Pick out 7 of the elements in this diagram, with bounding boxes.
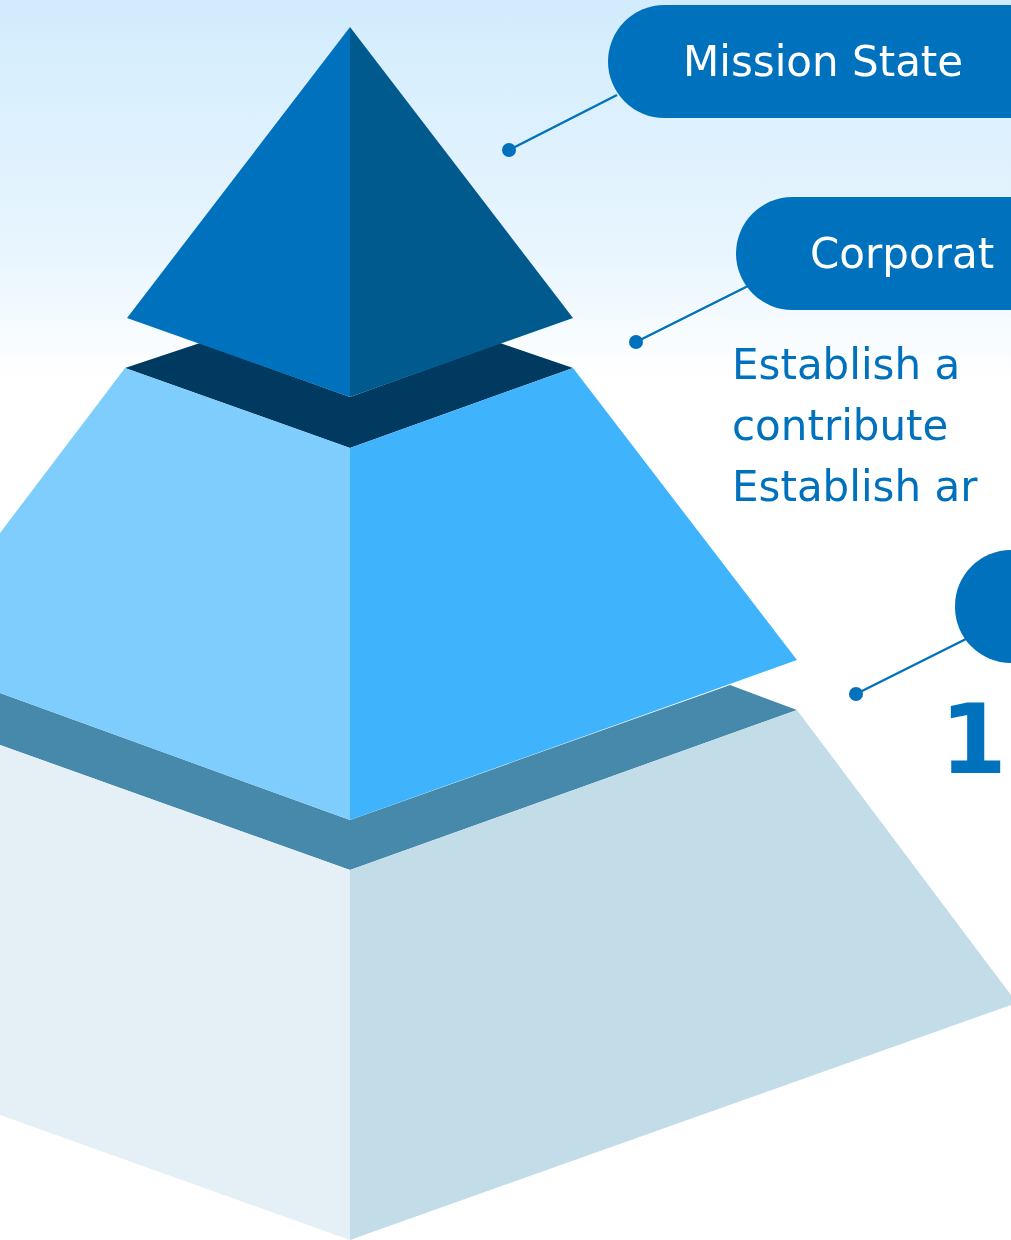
leader-line	[629, 284, 749, 349]
callout-label: Corporat	[736, 197, 1011, 310]
tier-number: 1	[940, 683, 1007, 798]
leader-line	[502, 93, 618, 157]
pyramid-top-tier	[125, 27, 573, 448]
description-text: Establish a contribute Establish ar	[732, 339, 979, 513]
callout-label: Mission State	[608, 5, 1011, 118]
